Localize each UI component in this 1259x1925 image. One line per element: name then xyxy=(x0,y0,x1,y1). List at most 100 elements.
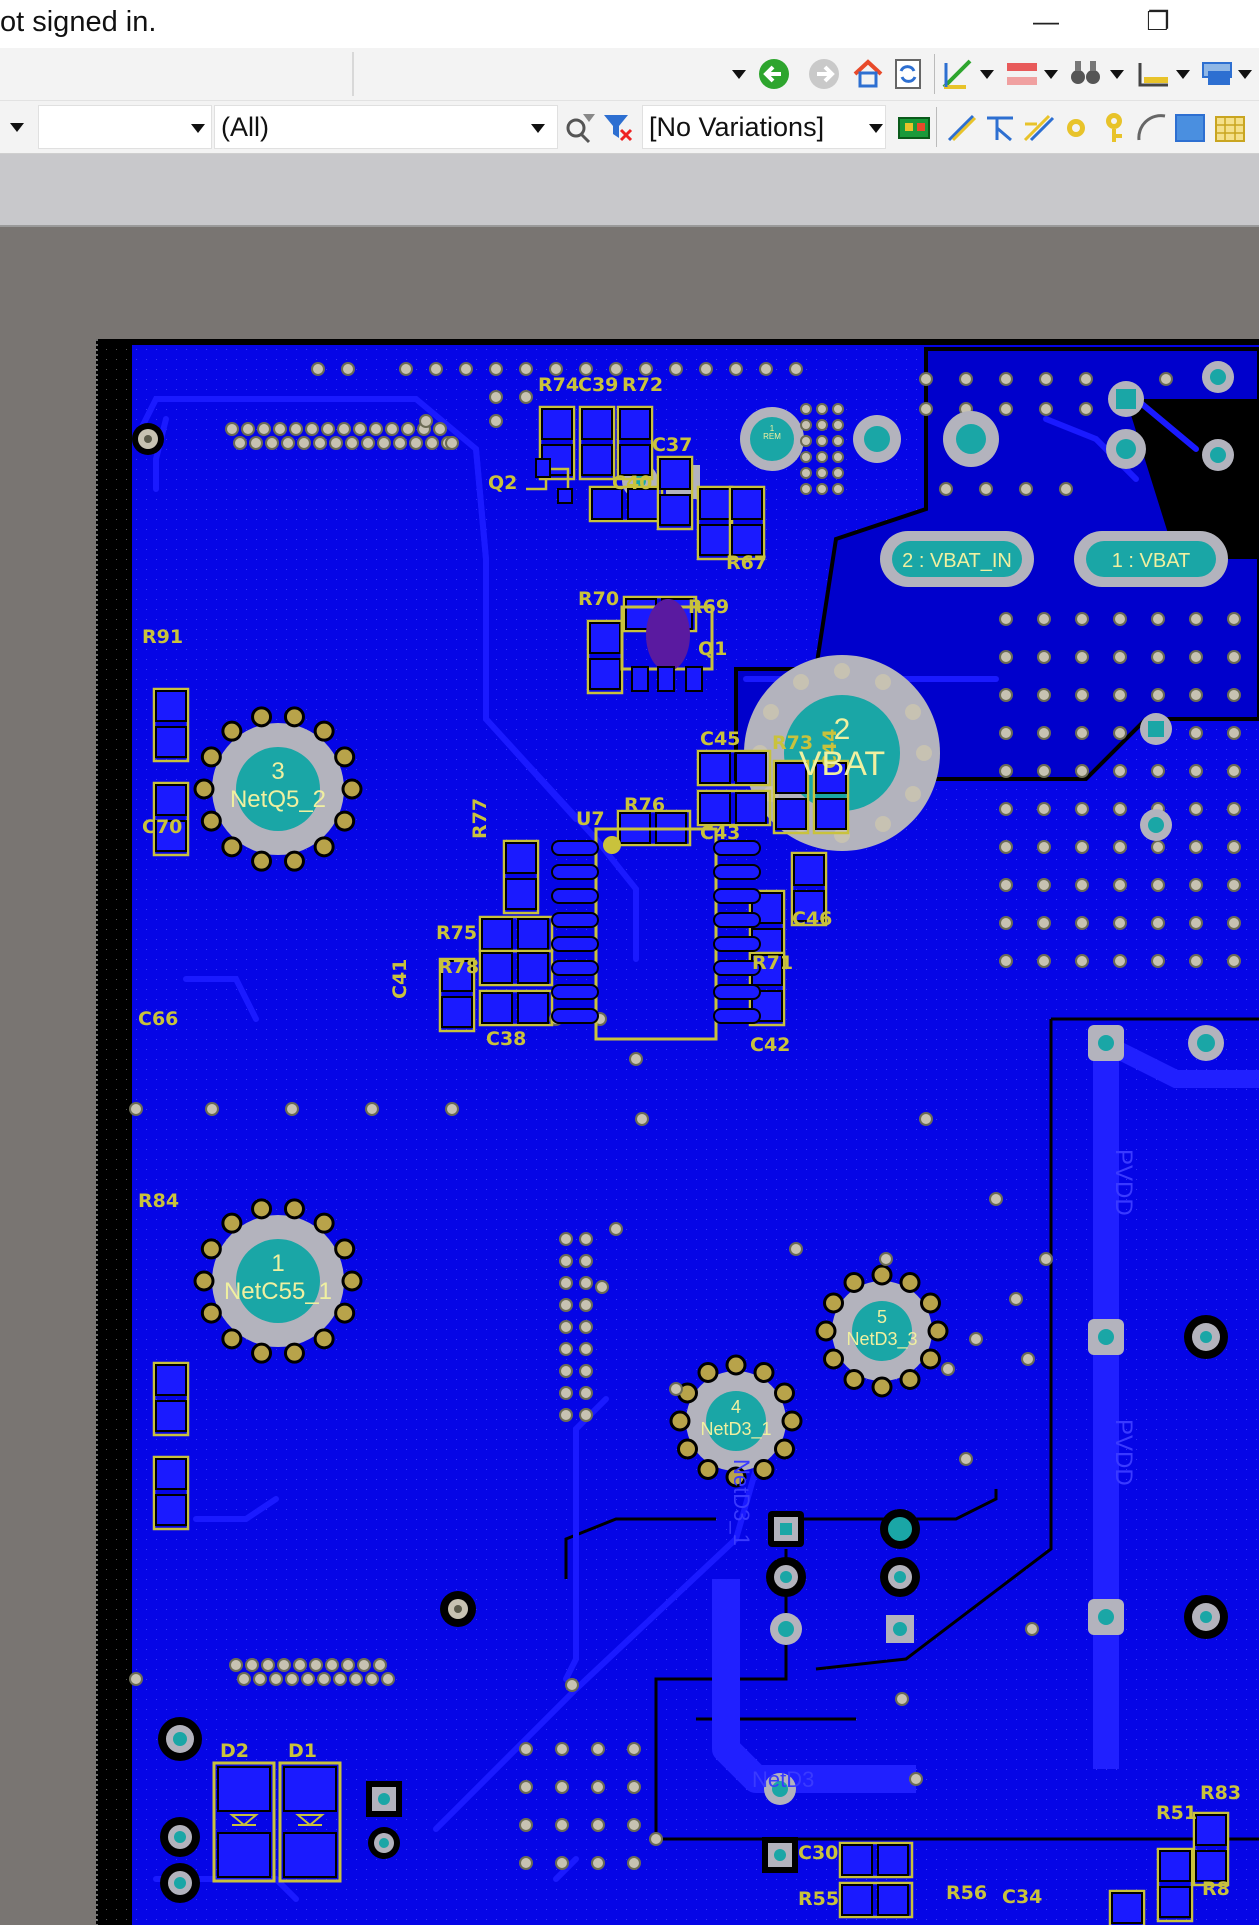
via xyxy=(365,1672,379,1686)
align-icon xyxy=(1007,63,1037,85)
via xyxy=(559,1298,573,1312)
ring-via xyxy=(697,1458,719,1480)
chevron-down-icon[interactable] xyxy=(1110,70,1124,79)
via xyxy=(265,436,279,450)
zoom-filter-button[interactable] xyxy=(562,109,598,145)
via xyxy=(999,688,1013,702)
via xyxy=(285,1672,299,1686)
via xyxy=(1151,878,1165,892)
ring-via xyxy=(753,1362,775,1384)
u7-pin xyxy=(551,864,599,880)
clear-filter-button[interactable] xyxy=(600,109,636,145)
via xyxy=(373,1658,387,1672)
diff-pair-button[interactable] xyxy=(1020,109,1056,145)
u7-pin xyxy=(551,912,599,928)
polygon-button[interactable] xyxy=(1212,109,1248,145)
via xyxy=(789,362,803,376)
via xyxy=(293,1658,307,1672)
chevron-down-icon[interactable] xyxy=(980,70,994,79)
smd-pads xyxy=(152,405,1230,1925)
pad-net-name: REM xyxy=(763,432,781,441)
via xyxy=(1151,688,1165,702)
via xyxy=(999,878,1013,892)
ring-via xyxy=(725,1354,747,1376)
filter2-combo[interactable] xyxy=(38,105,212,149)
refresh-button[interactable] xyxy=(890,56,926,92)
via xyxy=(1189,612,1203,626)
via xyxy=(639,362,653,376)
pad-icon xyxy=(1106,113,1122,142)
silk-outline xyxy=(696,789,772,827)
smd-pad xyxy=(877,1884,909,1916)
ring-via xyxy=(823,1292,845,1314)
pad-labels: 1REM2VBAT3NetQ5_21NetC55_15NetD3_34NetD3… xyxy=(224,424,918,1440)
u7-pin xyxy=(713,864,761,880)
fill-button[interactable] xyxy=(1172,109,1208,145)
forward-button[interactable] xyxy=(806,56,842,92)
via xyxy=(549,362,563,376)
align-button[interactable] xyxy=(1004,56,1040,92)
arc-icon xyxy=(1137,114,1166,141)
chevron-down-icon[interactable] xyxy=(1238,70,1252,79)
via xyxy=(253,1672,267,1686)
via xyxy=(1151,916,1165,930)
via xyxy=(1075,764,1089,778)
chevron-down-icon[interactable] xyxy=(1176,70,1190,79)
ring-via xyxy=(875,673,891,690)
via xyxy=(353,422,367,436)
smd-pad xyxy=(591,488,623,520)
board-button[interactable] xyxy=(896,109,932,145)
silk-outline xyxy=(152,1455,190,1531)
designator-r51: R51 xyxy=(1156,1802,1197,1824)
back-button[interactable] xyxy=(756,56,792,92)
pad-number: 5 xyxy=(877,1307,887,1327)
via xyxy=(559,1276,573,1290)
ring-via xyxy=(283,1198,305,1220)
designator-r78: R78 xyxy=(438,956,479,978)
filter1-combo[interactable] xyxy=(0,105,30,149)
silk-outline xyxy=(812,759,850,835)
route-button[interactable] xyxy=(944,109,980,145)
find-button[interactable] xyxy=(1068,56,1104,92)
pad-net-name: NetD3_3 xyxy=(846,1329,917,1350)
via-button[interactable] xyxy=(1058,109,1094,145)
smd-pad xyxy=(699,792,731,824)
variations-combo[interactable]: [No Variations] xyxy=(642,105,886,149)
restore-button[interactable]: ❐ xyxy=(1128,0,1188,42)
ring-via xyxy=(200,810,222,832)
smd-pad xyxy=(731,524,763,556)
home-button[interactable] xyxy=(850,56,886,92)
via xyxy=(1075,802,1089,816)
via xyxy=(305,422,319,436)
via xyxy=(591,1780,605,1794)
dimension-button[interactable] xyxy=(1136,56,1172,92)
scope-combo[interactable]: (All) xyxy=(214,105,558,149)
fanout-button[interactable] xyxy=(982,109,1018,145)
via xyxy=(1189,802,1203,816)
designator-c37: C37 xyxy=(652,434,692,456)
smd-pad xyxy=(751,892,783,924)
via xyxy=(832,419,844,431)
ring-via xyxy=(843,1368,865,1390)
arc-button[interactable] xyxy=(1134,109,1170,145)
refresh-icon xyxy=(895,59,921,89)
ring-via xyxy=(334,746,356,768)
via xyxy=(1039,402,1053,416)
chevron-down-icon[interactable] xyxy=(1044,70,1058,79)
measure-button[interactable] xyxy=(940,56,976,92)
pad-button[interactable] xyxy=(1096,109,1132,145)
minimize-button[interactable]: — xyxy=(1016,0,1076,42)
u7-pin xyxy=(551,1008,599,1024)
ring-via xyxy=(334,1238,356,1260)
dimension-icon xyxy=(1138,63,1168,87)
via xyxy=(333,1672,347,1686)
via xyxy=(349,1672,363,1686)
layers-button[interactable] xyxy=(1200,56,1236,92)
smd-pad xyxy=(735,752,767,784)
via xyxy=(1075,650,1089,664)
via xyxy=(1227,954,1241,968)
path-combo[interactable] xyxy=(356,52,752,96)
via xyxy=(579,1320,593,1334)
via xyxy=(816,451,828,463)
